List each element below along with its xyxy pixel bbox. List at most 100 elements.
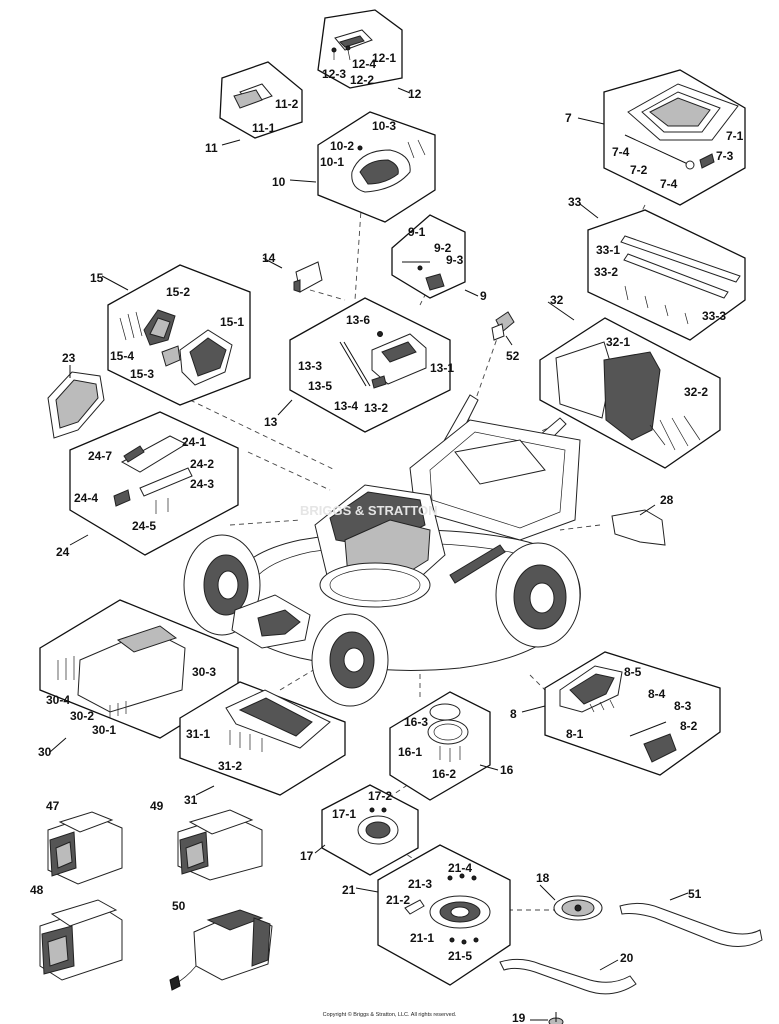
callout-16-1: 16-1: [398, 745, 422, 759]
callout-10: 10: [272, 175, 286, 189]
callout-33-3: 33-3: [702, 309, 726, 323]
callout-24-2: 24-2: [190, 457, 214, 471]
callout-9: 9: [480, 289, 487, 303]
callout-20: 20: [620, 951, 634, 965]
callout-24-1: 24-1: [182, 435, 206, 449]
frame-9: [391, 214, 466, 299]
callout-21: 21: [342, 883, 356, 897]
callout-31-2: 31-2: [218, 759, 242, 773]
callout-12-3: 12-3: [322, 67, 346, 81]
callout-16: 16: [500, 763, 514, 777]
callout-8-2: 8-2: [680, 719, 698, 733]
callout-18: 18: [536, 871, 550, 885]
callout-11-2: 11-2: [275, 97, 299, 111]
callout-30-3: 30-3: [192, 665, 216, 679]
callout-31-1: 31-1: [186, 727, 210, 741]
frame-12: [317, 9, 403, 89]
callout-12: 12: [408, 87, 422, 101]
callout-24-4: 24-4: [74, 491, 98, 505]
part-49-battery: [177, 809, 263, 881]
part-13-switch-assembly: [339, 331, 427, 389]
part-30-front-cover: [57, 625, 186, 718]
callout-24: 24: [56, 545, 70, 559]
watermark-text: BRIGGS & STRATTON: [300, 503, 437, 518]
callout-15: 15: [90, 271, 104, 285]
part-28-mulch-plug: [611, 509, 666, 546]
part-31-rear-cover: [225, 689, 331, 752]
callout-33-1: 33-1: [596, 243, 620, 257]
part-51-blade: [619, 902, 763, 947]
callout-11-1: 11-1: [252, 121, 276, 135]
callout-50: 50: [172, 899, 186, 913]
callout-17-1: 17-1: [332, 807, 356, 821]
callout-33: 33: [568, 195, 582, 209]
callout-24-5: 24-5: [132, 519, 156, 533]
callout-13-5: 13-5: [308, 379, 332, 393]
callout-7: 7: [565, 111, 572, 125]
callout-13-2: 13-2: [364, 401, 388, 415]
part-16-motor-mount: [427, 703, 469, 762]
callout-21-4: 21-4: [448, 861, 472, 875]
callout-24-3: 24-3: [190, 477, 214, 491]
callout-17-2: 17-2: [368, 789, 392, 803]
callout-16-2: 16-2: [432, 767, 456, 781]
callout-15-4: 15-4: [110, 349, 134, 363]
part-18-fan: [553, 895, 603, 921]
callout-28: 28: [660, 493, 674, 507]
callout-21-5: 21-5: [448, 949, 472, 963]
callout-15-1: 15-1: [220, 315, 244, 329]
callout-12-4: 12-4: [352, 57, 376, 71]
callout-9-3: 9-3: [446, 253, 464, 267]
callout-7-2: 7-2: [630, 163, 648, 177]
callout-32-1: 32-1: [606, 335, 630, 349]
mower-assembly: BRIGGS & STRATTON: [183, 394, 581, 707]
callout-10-1: 10-1: [320, 155, 344, 169]
part-48-battery: [39, 899, 123, 981]
callout-13-4: 13-4: [334, 399, 358, 413]
callout-32-2: 32-2: [684, 385, 708, 399]
callout-52: 52: [506, 349, 520, 363]
callout-32: 32: [550, 293, 564, 307]
part-10-console: [351, 139, 426, 193]
callout-12-2: 12-2: [350, 73, 374, 87]
callout-leaders: [49, 87, 689, 1021]
callout-9-1: 9-1: [408, 225, 426, 239]
callout-8-4: 8-4: [648, 687, 666, 701]
callout-19: 19: [512, 1011, 526, 1024]
callout-49: 49: [150, 799, 164, 813]
part-50-charger: [169, 909, 273, 991]
callout-13-6: 13-6: [346, 313, 370, 327]
callout-7-4a: 7-4: [612, 145, 630, 159]
part-19-bolt: [548, 1012, 564, 1024]
callout-30-4: 30-4: [46, 693, 70, 707]
part-17-motor: [357, 807, 399, 845]
part-23-side-door: [47, 371, 105, 439]
callout-12-1: 12-1: [372, 51, 396, 65]
callout-8-5: 8-5: [624, 665, 642, 679]
callout-51: 51: [688, 887, 702, 901]
callout-8-3: 8-3: [674, 699, 692, 713]
callout-21-2: 21-2: [386, 893, 410, 907]
part-47-battery: [47, 811, 123, 885]
part-7-grass-bag-frame: [624, 83, 739, 170]
copyright-notice: Copyright © Briggs & Stratton, LLC. All …: [322, 1012, 457, 1018]
callout-31: 31: [184, 793, 198, 807]
callout-8: 8: [510, 707, 517, 721]
callout-13-3: 13-3: [298, 359, 322, 373]
callout-30-2: 30-2: [70, 709, 94, 723]
callout-9-2: 9-2: [434, 241, 452, 255]
frame-13: [289, 297, 451, 433]
callout-15-2: 15-2: [166, 285, 190, 299]
callout-23: 23: [62, 351, 76, 365]
callout-10-3: 10-3: [372, 119, 396, 133]
callout-labels: 12-1 12-3 12-4 12-2 12 11-2 11-1 11 10-3…: [30, 51, 744, 1024]
callout-21-3: 21-3: [408, 877, 432, 891]
callout-24-7: 24-7: [88, 449, 112, 463]
part-21-blade-adapter: [404, 873, 491, 945]
part-9-latch: [402, 261, 445, 291]
callout-16-3: 16-3: [404, 715, 428, 729]
callout-7-1: 7-1: [726, 129, 744, 143]
part-15-battery-cover: [119, 309, 233, 386]
callout-13-1: 13-1: [430, 361, 454, 375]
callout-17: 17: [300, 849, 314, 863]
